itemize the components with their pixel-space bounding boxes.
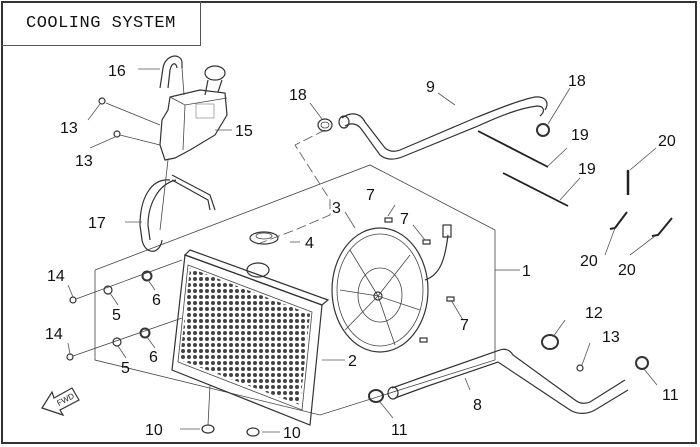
fwd-direction-arrow: FWD [41,387,80,417]
callout-14: 14 [47,268,65,285]
callout-11: 11 [662,387,679,404]
hose-clamp-11-left [368,389,384,403]
callout-10: 10 [283,425,301,442]
overflow-hose-16 [159,55,183,89]
grommet-6-upper [141,270,153,282]
hose-clamp-18-right [536,123,550,137]
cooling-fan-3 [331,224,452,353]
callout-13: 13 [60,120,78,137]
callout-6: 6 [149,349,158,366]
bolt-14-upper [69,296,77,304]
assembly-outline [94,164,496,416]
callout-13: 13 [602,329,620,346]
callout-18: 18 [568,73,586,90]
callout-14: 14 [45,326,63,343]
callout-20: 20 [618,262,636,279]
clip-20-c [651,217,673,237]
bolt-13-lower [113,130,121,138]
clip-20-b [609,211,628,230]
callout-11: 11 [391,422,408,439]
upper-hose-9 [338,96,548,160]
callout-19: 19 [578,161,596,178]
callout-5: 5 [121,360,130,377]
screw-7-c [446,296,455,302]
bolt-13-upper [98,97,106,105]
callout-9: 9 [426,79,435,96]
cable-tie-19-upper [477,130,549,168]
hose-clamp-18-left [317,118,333,132]
radiator-cap-4 [249,231,279,245]
fwd-label: FWD [55,391,76,408]
callout-19: 19 [571,127,589,144]
clamp-12 [541,334,559,350]
coolant-reservoir-15 [159,65,228,161]
rubber-mount-10-left [201,424,215,434]
title-box: COOLING SYSTEM [1,1,201,46]
lower-hose-8 [387,348,629,414]
washer-5-upper [103,285,113,295]
screw-7-d [419,337,428,343]
callout-13: 13 [75,153,93,170]
callout-18: 18 [289,87,307,104]
callout-16: 16 [108,63,126,80]
grommet-6-lower [139,327,151,339]
callout-20: 20 [580,253,598,270]
callout-8: 8 [473,397,482,414]
hose-clamp-11-right [635,356,649,370]
callout-6: 6 [152,292,161,309]
callout-7: 7 [366,187,375,204]
callout-5: 5 [112,307,121,324]
callout-17: 17 [88,215,106,232]
callout-20: 20 [658,133,676,150]
callout-12: 12 [585,305,603,322]
screw-7-b [422,239,431,245]
callout-2: 2 [348,353,357,370]
callout-10: 10 [145,422,163,439]
diagram-title: COOLING SYSTEM [26,14,176,33]
bolt-13-lower-right [576,364,584,372]
rubber-mount-10-right [246,427,260,437]
bolt-14-lower [66,353,74,361]
callout-1: 1 [522,263,531,280]
screw-7-a [384,217,393,223]
callout-7: 7 [400,211,409,228]
radiator-core-mesh [180,268,310,405]
callout-4: 4 [305,235,314,252]
callout-3: 3 [332,200,341,217]
reservoir-hose-17 [139,179,177,252]
callout-15: 15 [235,123,253,140]
callout-7: 7 [460,317,469,334]
cable-tie-19-lower [502,172,569,207]
radiator-2 [171,249,330,426]
